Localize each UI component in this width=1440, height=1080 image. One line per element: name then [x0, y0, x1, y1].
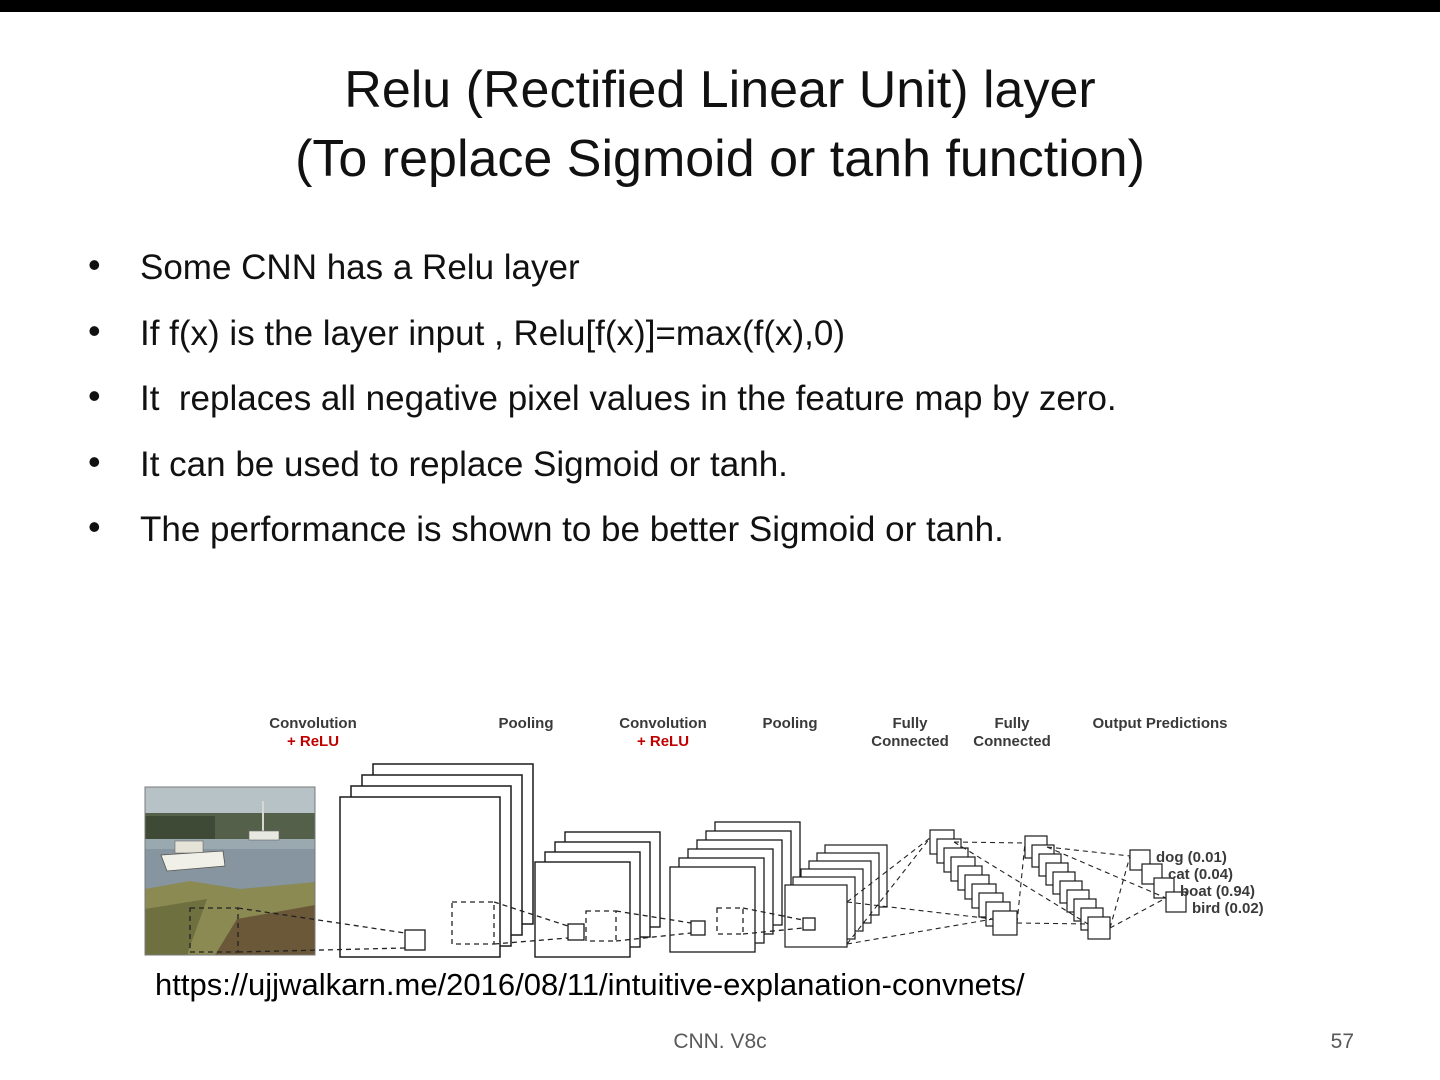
- label-fully-connected-1b: Connected: [871, 733, 949, 750]
- bullet-item: If f(x) is the layer input , Relu[f(x)]=…: [88, 308, 1338, 357]
- bullet-item: It replaces all negative pixel values in…: [88, 373, 1338, 422]
- photo-sailboat-hull: [248, 830, 280, 841]
- receptive-field-box: [451, 901, 495, 945]
- source-url-link[interactable]: https://ujjwalkarn.me/2016/08/11/intuiti…: [155, 967, 1025, 1002]
- photo-dirt-patch: [215, 905, 315, 955]
- fc1-units: [929, 829, 1018, 936]
- conv1-feature-maps: [339, 763, 534, 958]
- projection-squares: [404, 917, 816, 951]
- page-number: 57: [1330, 1030, 1354, 1053]
- label-convolution-2: Convolution: [619, 715, 706, 732]
- prediction-dog: dog (0.01): [1156, 849, 1227, 866]
- output-unit: [1165, 891, 1187, 913]
- connector-line: [742, 927, 804, 935]
- connector-line: [237, 907, 406, 934]
- connector-line: [615, 932, 692, 942]
- projection-square: [802, 917, 816, 931]
- fc-line: [846, 901, 994, 920]
- photo-grass-dark: [145, 899, 207, 955]
- photo-border: [144, 786, 316, 956]
- feature-map: [669, 866, 756, 953]
- label-pooling-1: Pooling: [499, 715, 554, 732]
- bullet-item: Some CNN has a Relu layer: [88, 242, 1338, 291]
- photo-boat-cabin: [174, 840, 204, 854]
- receptive-field-connectors: [189, 901, 804, 953]
- connector-line: [742, 907, 804, 921]
- prediction-bird: bird (0.02): [1192, 900, 1264, 917]
- prediction-cat: cat (0.04): [1168, 866, 1233, 883]
- label-output-predictions: Output Predictions: [1093, 715, 1228, 732]
- feature-map: [534, 861, 631, 958]
- projection-square: [690, 920, 706, 936]
- receptive-field-box: [189, 907, 239, 953]
- projection-square: [567, 923, 585, 941]
- connector-line: [615, 910, 692, 924]
- receptive-field-box: [716, 907, 744, 935]
- prediction-labels: dog (0.01) cat (0.04) boat (0.94) bird (…: [1156, 849, 1264, 917]
- prediction-boat: boat (0.94): [1180, 883, 1255, 900]
- label-convolution-1: Convolution: [269, 715, 356, 732]
- bullet-list: Some CNN has a Relu layer If f(x) is the…: [88, 242, 1338, 553]
- connector-line: [493, 901, 569, 927]
- fc-line: [846, 837, 931, 945]
- label-relu-1: + ReLU: [287, 733, 339, 750]
- connector-line: [493, 937, 569, 945]
- bullet-item: It can be used to replace Sigmoid or tan…: [88, 439, 1338, 488]
- projection-square: [404, 929, 426, 951]
- conv2-feature-maps: [669, 821, 801, 953]
- receptive-field-box: [585, 910, 617, 942]
- slide-title-line1: Relu (Rectified Linear Unit) layer: [344, 61, 1096, 119]
- fc-line: [1016, 842, 1026, 924]
- photo-water-light: [145, 839, 315, 849]
- footer-text: CNN. V8c: [673, 1030, 767, 1053]
- diagram-stage-labels: Convolution + ReLU Pooling Convolution +…: [269, 715, 1227, 750]
- label-fully-connected-2b: Connected: [973, 733, 1051, 750]
- fc-line: [1046, 846, 1131, 857]
- fc-line: [953, 841, 1026, 844]
- label-fully-connected-2a: Fully: [994, 715, 1030, 732]
- fc-line: [846, 918, 994, 945]
- fully-connected-lines: [846, 837, 1167, 945]
- input-boat-image: [144, 786, 316, 956]
- fc-unit: [1087, 916, 1111, 940]
- slide-title: Relu (Rectified Linear Unit) layer (To r…: [0, 56, 1440, 193]
- cnn-diagram-svg: Convolution + ReLU Pooling Convolution +…: [144, 715, 1264, 958]
- label-pooling-2: Pooling: [763, 715, 818, 732]
- bullet-item: The performance is shown to be better Si…: [88, 504, 1338, 553]
- fc-line: [1109, 855, 1131, 929]
- fc-line: [953, 841, 1089, 925]
- cnn-architecture-diagram: Convolution + ReLU Pooling Convolution +…: [140, 712, 1290, 972]
- fc-line: [1109, 897, 1167, 929]
- label-fully-connected-1a: Fully: [892, 715, 928, 732]
- label-relu-2: + ReLU: [637, 733, 689, 750]
- photo-trees-dark: [145, 816, 215, 839]
- fc-line: [1046, 846, 1167, 899]
- output-units: [1129, 849, 1187, 913]
- photo-boat-hull: [160, 850, 226, 872]
- feature-map: [784, 884, 848, 948]
- slide: Relu (Rectified Linear Unit) layer (To r…: [0, 12, 1440, 1080]
- pool1-feature-maps: [534, 831, 661, 958]
- fc-unit: [992, 910, 1018, 936]
- fc-line: [1016, 922, 1089, 925]
- connector-line: [237, 947, 406, 953]
- slide-title-line2: (To replace Sigmoid or tanh function): [295, 129, 1145, 188]
